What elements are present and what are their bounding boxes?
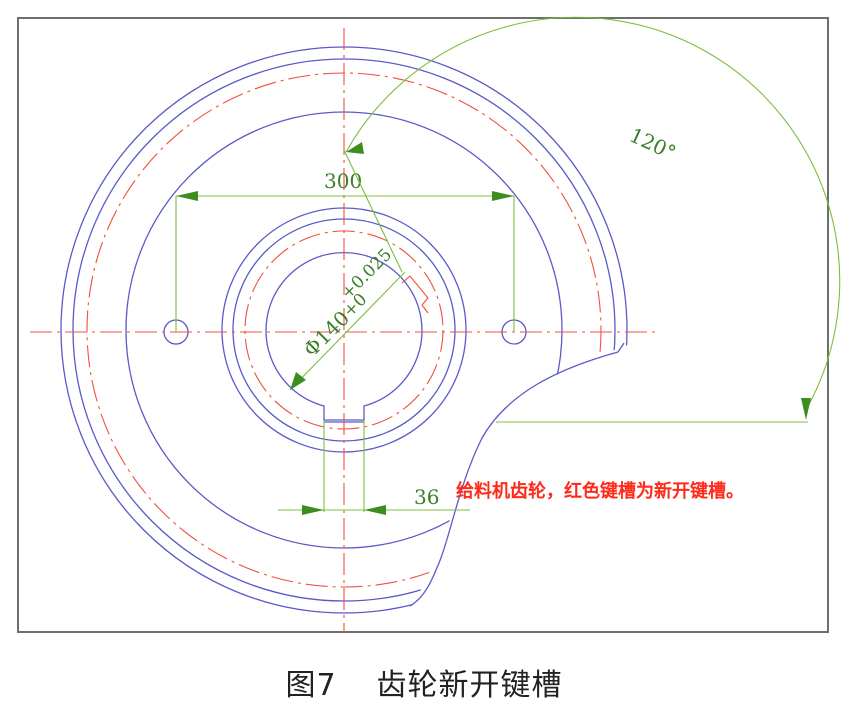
dim-300-label: 300 — [324, 169, 362, 193]
drawing-frame — [17, 17, 829, 633]
caption-title: 齿轮新开键槽 — [376, 668, 563, 703]
figure-caption: 图7 齿轮新开键槽 — [0, 660, 848, 704]
gear-drawing: 300 Φ140 +0 +0.025 120° 36 给料机齿轮，红色键槽为新开… — [17, 16, 841, 633]
dim-keyway-width: 36 — [278, 420, 470, 515]
dim-bolt-spacing: 300 — [175, 169, 515, 332]
cutout-contour — [409, 342, 625, 607]
bore-with-keyway — [265, 251, 423, 421]
caption-number: 图7 — [285, 668, 337, 703]
new-keyway — [401, 275, 429, 314]
dim-36-label: 36 — [414, 485, 439, 509]
gear-note: 给料机齿轮，红色键槽为新开键槽。 — [456, 480, 744, 502]
